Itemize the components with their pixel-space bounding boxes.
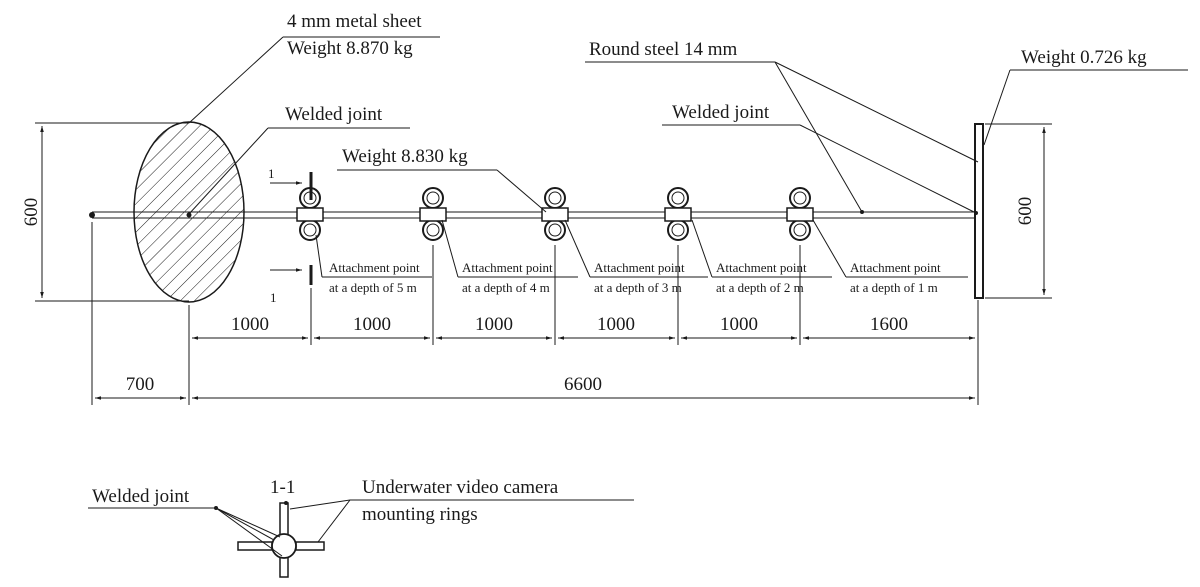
spacing-text-6: 1600: [870, 314, 908, 335]
spacing-dimension-chain: 1000 1000 1000 1000 1000 1600: [188, 245, 979, 405]
total-text: 6600: [564, 374, 602, 395]
spacing-text-1: 1000: [231, 314, 269, 335]
spacing-text-2: 1000: [353, 314, 391, 335]
spacing-text-3: 1000: [475, 314, 513, 335]
attachment-annotation-5: Attachment point at a depth of 1 m: [812, 219, 968, 295]
sheet-height-text: 600: [21, 198, 42, 227]
clamp-4: [664, 187, 692, 241]
section-mark-top: 1: [268, 166, 275, 181]
metal-sheet: [133, 121, 245, 303]
weight-mid-label: Weight 8.830 kg: [342, 146, 468, 167]
sheet-annotation: 4 mm metal sheet Weight 8.870 kg: [188, 11, 440, 124]
attachment-5-line2: at a depth of 1 m: [850, 280, 938, 295]
weight-end-label: Weight 0.726 kg: [1021, 47, 1147, 68]
sheet-height-dimension: 600: [21, 122, 189, 302]
welded-joint-label-1: Welded joint: [285, 104, 383, 125]
clamp-3: [541, 187, 569, 241]
attachment-2-line1: Attachment point: [462, 260, 553, 275]
end-height-dimension: 600: [985, 123, 1052, 299]
camera-rings-label-line2: mounting rings: [362, 504, 478, 525]
clamp-2: [419, 187, 447, 241]
offset-text: 700: [126, 374, 155, 395]
attachment-4-line1: Attachment point: [716, 260, 807, 275]
attachment-5-line1: Attachment point: [850, 260, 941, 275]
attachment-3-line2: at a depth of 3 m: [594, 280, 682, 295]
clamp-5: [786, 187, 814, 241]
end-height-text: 600: [1015, 197, 1036, 226]
attachment-4-line2: at a depth of 2 m: [716, 280, 804, 295]
attachment-2-line2: at a depth of 4 m: [462, 280, 550, 295]
section-mark-bottom: 1: [270, 290, 277, 305]
sheet-weight-label: Weight 8.870 kg: [287, 38, 413, 59]
welded-joint-annotation-2: Welded joint: [662, 102, 978, 215]
spacing-text-4: 1000: [597, 314, 635, 335]
round-steel-label: Round steel 14 mm: [589, 39, 738, 60]
attachment-annotation-3: Attachment point at a depth of 3 m: [564, 219, 708, 295]
attachment-annotation-2: Attachment point at a depth of 4 m: [441, 219, 578, 295]
welded-joint-label-2: Welded joint: [672, 102, 770, 123]
attachment-annotation-1: Attachment point at a depth of 5 m: [315, 234, 432, 295]
welded-joint-label-3: Welded joint: [92, 486, 190, 507]
spacing-text-5: 1000: [720, 314, 758, 335]
round-steel-annotation: Round steel 14 mm: [585, 39, 979, 214]
attachment-1-line2: at a depth of 5 m: [329, 280, 417, 295]
section-cut-mark: 1 1: [268, 166, 313, 305]
sheet-label: 4 mm metal sheet: [287, 11, 422, 32]
attachment-1-line1: Attachment point: [329, 260, 420, 275]
attachment-3-line1: Attachment point: [594, 260, 685, 275]
section-title: 1-1: [270, 477, 295, 498]
welded-joint-annotation-1: Welded joint: [188, 104, 410, 215]
weight-mid-annotation: Weight 8.830 kg: [337, 146, 547, 213]
end-plate: [974, 123, 984, 299]
camera-rings-label-line1: Underwater video camera: [362, 477, 559, 498]
section-detail: 1-1 Welded joint Underwater video camera…: [88, 477, 634, 578]
overall-dimension-chain: 700 6600: [91, 222, 975, 405]
weight-end-annotation: Weight 0.726 kg: [983, 47, 1188, 146]
attachment-annotation-4: Attachment point at a depth of 2 m: [691, 219, 832, 295]
